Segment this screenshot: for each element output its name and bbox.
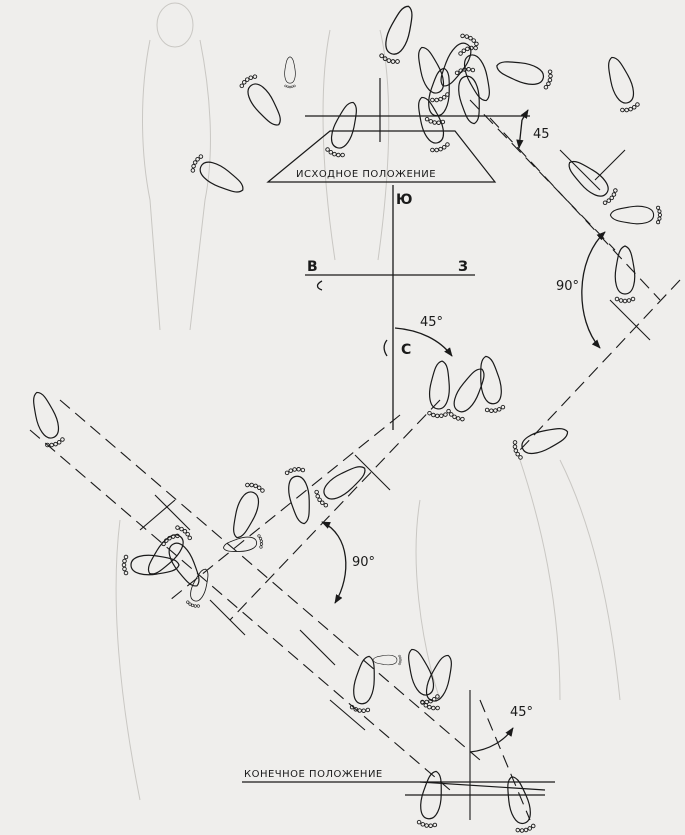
angle-45-top-label: 45 (533, 127, 550, 142)
start-position-marker (266, 78, 530, 183)
compass-west-label: З (458, 259, 468, 275)
footprint (401, 645, 442, 707)
footprints (26, 2, 663, 835)
motion-guides (29, 99, 681, 821)
footprint (411, 93, 452, 155)
footprint (311, 459, 371, 510)
footprint (614, 245, 636, 304)
footprint (323, 98, 364, 160)
footprint (456, 43, 497, 105)
footprint (377, 2, 419, 67)
footprint (185, 566, 213, 610)
tick-crosses (139, 149, 651, 820)
footprint (411, 43, 452, 105)
compass-cross (305, 185, 475, 430)
footprint (418, 651, 459, 713)
footprint (601, 53, 642, 115)
footprint (188, 152, 249, 200)
angle-90-center-label: 90° (352, 555, 376, 570)
angle-45-bottom-label: 45° (510, 705, 534, 720)
compass-south-label: Ю (396, 192, 413, 208)
compass-east-label: В (307, 259, 318, 275)
footprint (349, 654, 380, 715)
footprint (444, 363, 492, 424)
end-position-label: КОНЕЧНОЕ ПОЛОЖЕНИЕ (244, 769, 383, 780)
footprint (141, 522, 195, 581)
footprint (501, 773, 537, 835)
footprint (433, 31, 481, 92)
footprint (226, 480, 267, 542)
footprint (284, 56, 296, 89)
angle-90-right-label: 90° (556, 279, 580, 294)
footprint (475, 354, 506, 415)
background-figures (115, 2, 621, 801)
angle-45-center-label: 45° (420, 315, 444, 330)
footprint (237, 71, 288, 131)
footprint (26, 388, 67, 450)
footprint (493, 55, 555, 91)
angle-arcs (321, 109, 606, 753)
footprint (416, 769, 447, 830)
footprint (609, 205, 663, 225)
compass-north-label: С (401, 342, 412, 358)
start-position-label: ИСХОДНОЕ ПОЛОЖЕНИЕ (296, 169, 437, 180)
footprint (372, 654, 402, 666)
